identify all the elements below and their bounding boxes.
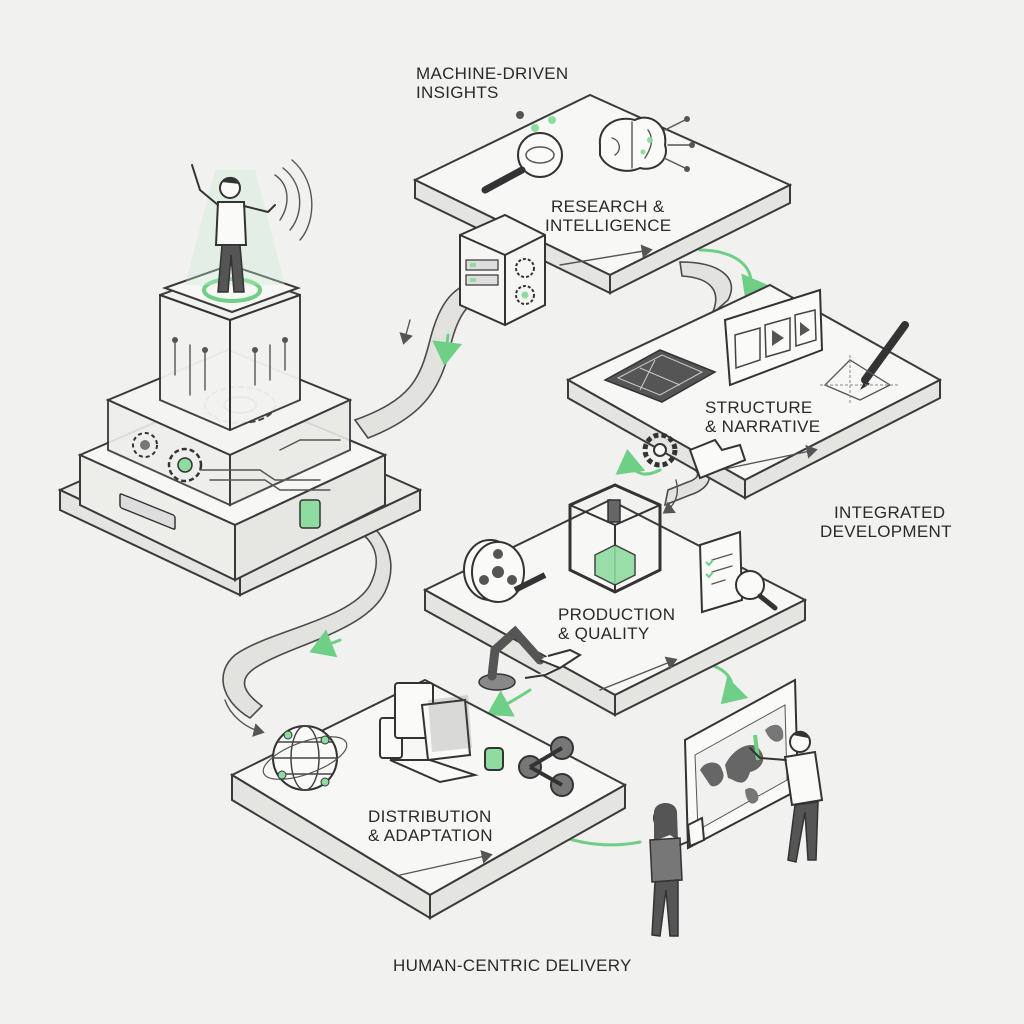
label-machine-driven-line2: INSIGHTS (416, 83, 499, 102)
flow-band-research-to-structure (679, 248, 769, 315)
label-production-line1: PRODUCTION (558, 605, 676, 624)
label-human-centric-delivery: HUMAN-CENTRIC DELIVERY (393, 956, 632, 975)
label-production-line2: & QUALITY (558, 624, 650, 643)
production-platform (422, 483, 808, 717)
distribution-platform (229, 678, 628, 920)
label-structure-line2: & NARRATIVE (705, 417, 821, 436)
flow-band-core-to-distribution (222, 501, 392, 737)
label-research-line1: RESEARCH & (551, 197, 665, 216)
label-distribution-line1: DISTRIBUTION (368, 807, 492, 826)
presenter-man (749, 730, 824, 863)
label-integrated-development: INTEGRATED DEVELOPMENT (820, 503, 952, 541)
label-distribution-adaptation: DISTRIBUTION & ADAPTATION (368, 807, 493, 845)
server-tower (459, 213, 546, 327)
label-distribution-line2: & ADAPTATION (368, 826, 493, 845)
world-map-board (683, 678, 800, 850)
label-structure-line1: STRUCTURE (705, 398, 813, 417)
label-integrated-line2: DEVELOPMENT (820, 522, 952, 541)
label-research-intelligence: RESEARCH & INTELLIGENCE (545, 197, 671, 235)
central-core-stack (57, 170, 423, 597)
structure-platform (565, 283, 943, 500)
woman-with-tablet (649, 803, 706, 937)
gear-puzzle-connector (642, 432, 747, 480)
label-machine-driven-insights: MACHINE-DRIVEN INSIGHTS (416, 64, 569, 102)
flow-band-production-to-distribution (486, 688, 532, 717)
label-structure-narrative: STRUCTURE & NARRATIVE (705, 398, 820, 436)
label-integrated-line1: INTEGRATED (834, 503, 946, 522)
conductor-figure (191, 159, 313, 293)
label-production-quality: PRODUCTION & QUALITY (558, 605, 675, 643)
label-research-line2: INTELLIGENCE (545, 216, 672, 235)
label-machine-driven-line1: MACHINE-DRIVEN (416, 64, 569, 83)
